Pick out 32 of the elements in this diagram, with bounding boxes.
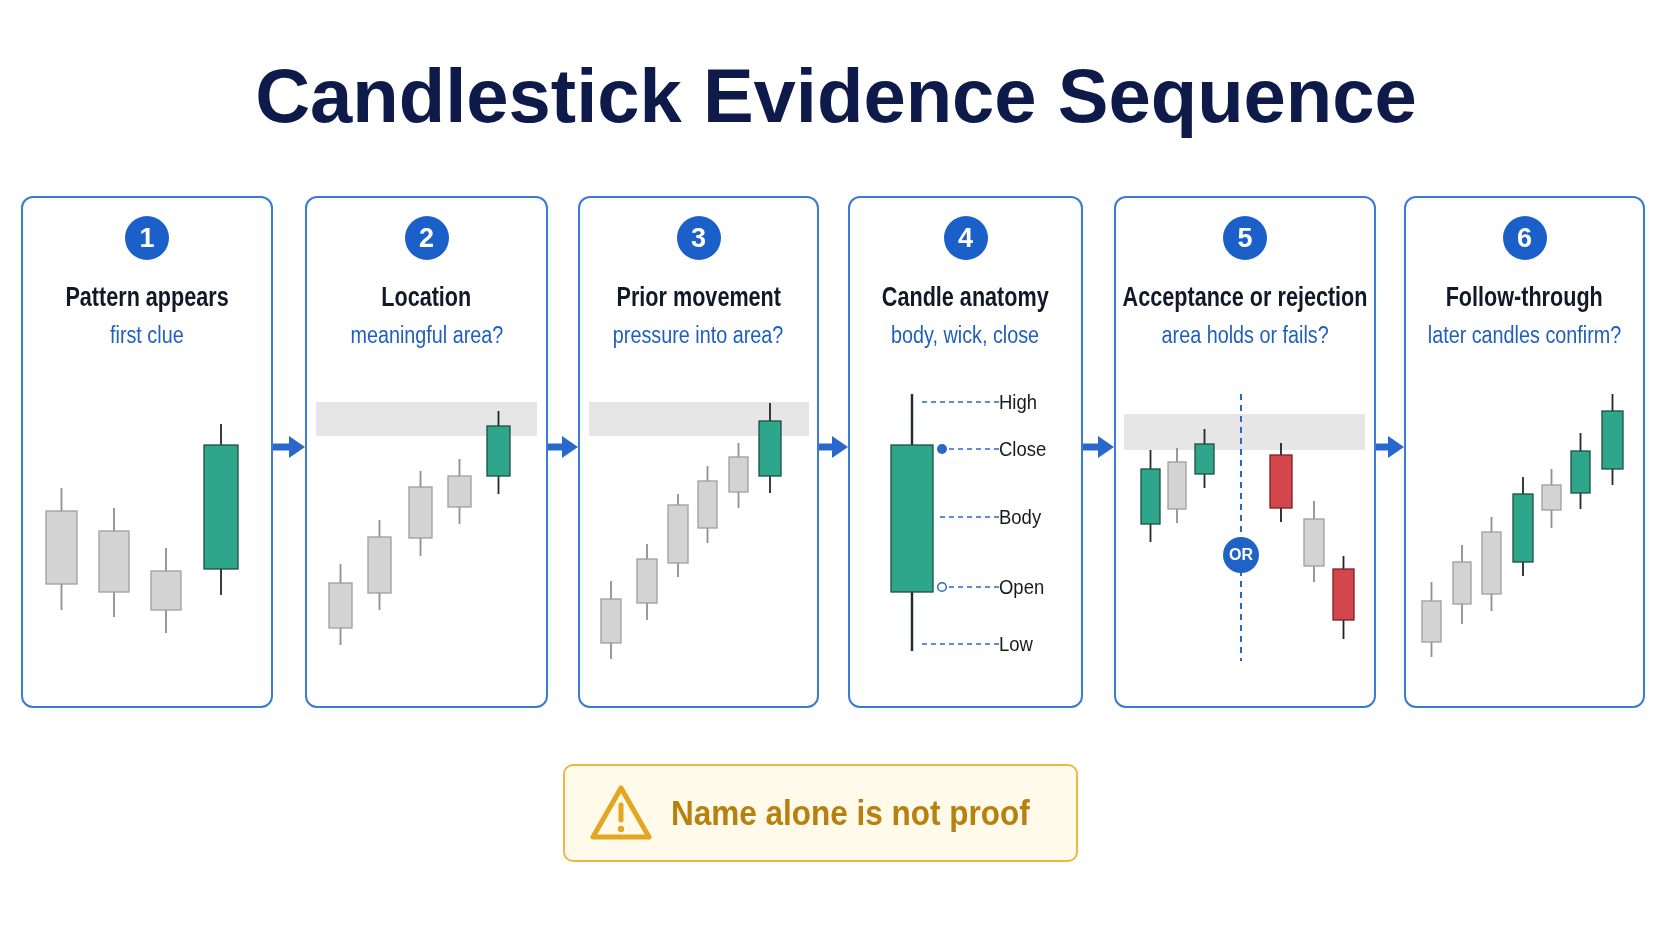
step-heading: Acceptance or rejection [1122,282,1368,312]
title: Candlestick Evidence Sequence [255,52,1417,140]
warning-banner [563,764,1078,862]
warning-text: Name alone is not proof [671,793,1030,833]
step-question: area holds or fails? [1161,321,1329,349]
price-label: Low [999,632,1033,656]
step-number: 3 [676,216,721,260]
step-heading: Location [381,282,472,312]
step-number: 2 [404,216,449,260]
step-question: pressure into area? [613,321,784,349]
step-number: 1 [125,216,169,260]
leader-line [920,401,1000,403]
step-heading: Prior movement [616,282,781,312]
step-question: meaningful area? [350,321,503,349]
leader-line [936,581,1000,593]
step-question: later candles confirm? [1427,321,1622,349]
price-label: High [999,390,1037,414]
step-heading: Pattern appears [65,282,229,312]
step-heading: Follow-through [1445,282,1604,312]
leader-line [937,516,1000,518]
step-heading: Candle anatomy [882,282,1049,312]
step-card [848,196,1083,708]
price-label: Body [999,505,1042,529]
step-question: body, wick, close [891,321,1040,349]
leader-line [937,444,1000,454]
leader-line [920,643,1000,645]
step-question: first clue [110,321,184,349]
price-label: Close [999,437,1047,461]
step-number: 5 [1223,216,1267,260]
price-label: Open [999,575,1045,599]
step-number: 4 [943,216,988,260]
step-number: 6 [1502,216,1547,260]
